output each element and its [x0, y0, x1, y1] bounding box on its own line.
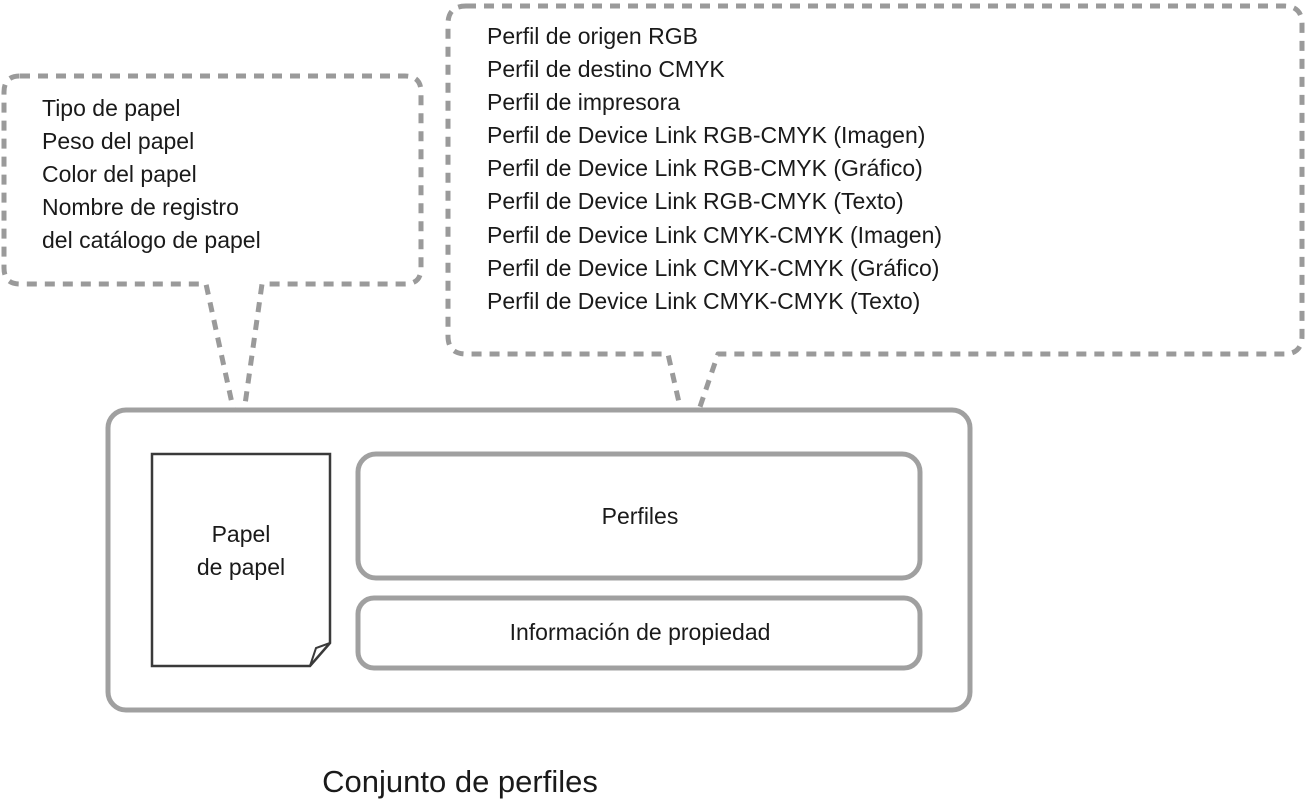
paper-document-icon [150, 452, 332, 668]
paper-attributes-list: Tipo de papel Peso del papel Color del p… [42, 92, 261, 257]
property-box-label: Información de propiedad [509, 619, 771, 645]
profile-item: Perfil de Device Link RGB-CMYK (Texto) [487, 188, 904, 215]
paper-attribute-item: Nombre de registro [42, 194, 239, 221]
profile-item: Perfil de Device Link CMYK-CMYK (Texto) [487, 287, 921, 314]
paper-attribute-item: Tipo de papel [42, 95, 181, 121]
profile-item: Perfil de Device Link CMYK-CMYK (Gráfico… [487, 254, 940, 281]
profile-item: Perfil de Device Link RGB-CMYK (Gráfico) [487, 155, 923, 182]
profiles-callout-outline [445, 3, 1305, 445]
paper-attribute-item: Peso del papel [42, 128, 195, 155]
profile-item: Perfil de destino CMYK [487, 56, 725, 83]
profiles-box-label: Perfiles [601, 503, 679, 529]
profile-item: Perfil de impresora [487, 89, 681, 116]
profiles-box [355, 451, 923, 581]
paper-folded-corner [309, 642, 331, 667]
paper-callout-bubble [1, 73, 424, 443]
profile-item: Perfil de Device Link CMYK-CMYK (Imagen) [487, 221, 943, 248]
paper-box-label-line: de papel [196, 554, 286, 580]
paper-box-label: Papel de papel [152, 518, 330, 584]
profile-set-caption: Conjunto de perfiles [322, 764, 598, 799]
paper-callout-outline [1, 73, 424, 443]
profiles-list: Perfil de origen RGB Perfil de destino C… [487, 20, 942, 318]
paper-attribute-item: del catálogo de papel [42, 227, 261, 254]
property-info-box [355, 595, 923, 671]
paper-box-label-line: Papel [211, 521, 271, 547]
profiles-callout-bubble [445, 3, 1305, 445]
paper-attribute-item: Color del papel [42, 161, 197, 188]
profile-item: Perfil de Device Link RGB-CMYK (Imagen) [487, 122, 926, 149]
paper-sheet [150, 452, 332, 668]
profile-item: Perfil de origen RGB [487, 23, 698, 49]
